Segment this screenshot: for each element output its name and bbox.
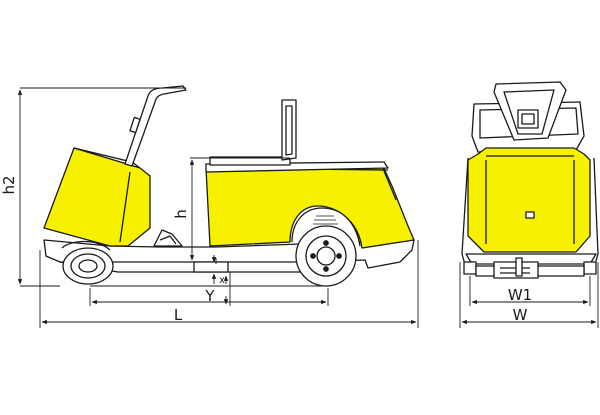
front-cowl	[43, 147, 151, 247]
fender-grille	[313, 215, 338, 225]
label-L: L	[174, 306, 183, 324]
front-steering-inner	[503, 89, 555, 135]
rear-body-ridge	[381, 165, 397, 201]
seat-back-inner	[285, 105, 293, 156]
rear-wheel-rim	[305, 235, 347, 277]
label-W1: W1	[508, 286, 532, 304]
steering-handle	[129, 116, 141, 134]
rear-wheel-center	[316, 246, 336, 266]
front-left-edge	[461, 157, 469, 269]
seat-cushion	[209, 156, 291, 166]
front-wheel-inner	[78, 259, 98, 273]
front-panel	[467, 147, 591, 253]
lug-nut	[336, 253, 342, 259]
front-wheel-tire	[62, 247, 114, 285]
front-fender	[61, 240, 111, 251]
front-view	[461, 81, 599, 279]
lug-nut	[323, 240, 329, 246]
side-view	[43, 85, 415, 287]
steering-column	[124, 85, 187, 167]
label-W: W	[513, 306, 528, 324]
label-x: x	[219, 275, 225, 286]
underbody-block	[193, 261, 229, 273]
lug-nut	[310, 253, 316, 259]
front-pedal-block	[515, 257, 523, 277]
front-display-inner	[521, 113, 535, 125]
front-dimensions	[459, 262, 599, 328]
front-emblem	[525, 211, 535, 219]
front-wheel-right	[583, 261, 597, 275]
pedal-detail	[159, 235, 177, 245]
front-display	[517, 109, 539, 129]
front-cowl-edge	[119, 171, 131, 243]
front-wheel-left	[463, 261, 477, 275]
side-dimensions	[17, 87, 419, 328]
lug-nut	[323, 266, 329, 272]
front-right-edge	[593, 157, 599, 269]
rear-wheel-tire	[295, 225, 357, 287]
front-wheel-hub	[70, 253, 106, 279]
seat-back	[281, 99, 297, 161]
label-h2: h2	[0, 175, 18, 194]
rear-body	[205, 163, 415, 249]
label-Y: Y	[204, 287, 215, 305]
pedal	[153, 229, 183, 247]
label-h: h	[172, 209, 190, 219]
